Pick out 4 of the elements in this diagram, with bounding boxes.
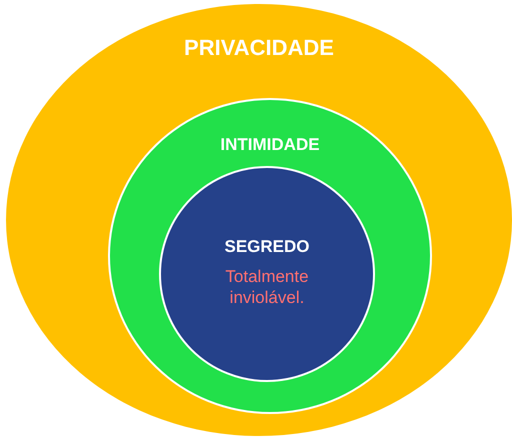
circle-description: Totalmente inviolável. <box>224 266 310 308</box>
circle-title: SEGREDO <box>223 236 311 258</box>
ellipse-title: PRIVACIDADE <box>184 34 334 62</box>
circle-title: INTIMIDADE <box>219 134 321 156</box>
